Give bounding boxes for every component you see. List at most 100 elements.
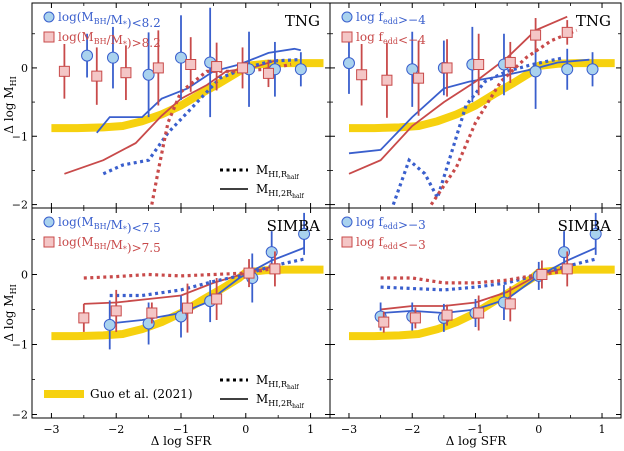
- blue-points-marker: [106, 51, 119, 64]
- red-points-marker: [211, 293, 223, 305]
- red-points-marker: [91, 70, 103, 82]
- x-axis-title-right: Δ log SFR: [446, 434, 508, 448]
- red-points-marker: [269, 263, 281, 275]
- x-axis-title-left: Δ log SFR: [151, 434, 213, 448]
- legend-label: log(MBH/M*)<7.5: [58, 215, 161, 235]
- panel-title: SIMBA: [558, 217, 612, 235]
- blue-solid-line: [380, 247, 597, 314]
- red-points-marker: [356, 69, 368, 81]
- red-points-marker: [58, 65, 70, 77]
- red-dotted-line: [150, 62, 292, 205]
- panel-title: SIMBA: [267, 217, 321, 235]
- y-tick-label: 0: [21, 269, 28, 282]
- x-tick-label: 1: [599, 423, 606, 436]
- red-points-marker: [561, 26, 573, 38]
- red-points-marker: [473, 307, 485, 319]
- plot-area: [51, 212, 324, 350]
- blue-points-marker: [294, 63, 307, 76]
- panel-1: −2 −1 0 TNG log(MBH/M*)<8.2log(MBH/M*)>8.2MH…: [12, 2, 331, 212]
- red-points-marker: [504, 298, 516, 310]
- red-points-marker: [504, 56, 516, 68]
- blue-points-marker: [175, 310, 187, 323]
- red-points-marker: [110, 305, 122, 317]
- blue-points-marker: [298, 227, 311, 240]
- axis-labels: Δ log SFR Δ log SFR Δ log MHI Δ log MHI: [2, 76, 507, 448]
- red-points-marker: [473, 59, 485, 70]
- red-points-marker: [185, 59, 197, 70]
- y-axis-title-bottom: Δ log MHI: [2, 284, 18, 341]
- blue-dotted-line: [102, 58, 298, 176]
- legend-label: log fedd>−3: [356, 215, 426, 232]
- blue-points-marker: [529, 65, 542, 78]
- legend-label: log fedd<−3: [356, 235, 426, 252]
- panels: −2 −1 0 TNG log(MBH/M*)<8.2log(MBH/M*)>8.2MH…: [12, 2, 622, 436]
- red-points-marker: [243, 267, 255, 279]
- legend-square-marker: [341, 31, 353, 43]
- plot-area: [51, 7, 324, 205]
- y-tick-label: −2: [12, 199, 28, 212]
- guo-band: [51, 59, 324, 133]
- y-tick-label: 0: [21, 62, 28, 75]
- blue-points-marker: [103, 318, 116, 331]
- legend-circle-marker: [341, 216, 353, 228]
- legend-circle-marker: [43, 216, 55, 228]
- x-tick-label: 0: [242, 423, 249, 436]
- red-points-marker: [120, 67, 132, 79]
- legend-dotted-label: MHI,Rhalf: [256, 163, 299, 181]
- plot-area: [342, 15, 615, 206]
- red-points-marker: [381, 74, 393, 86]
- red-points-marker: [441, 62, 453, 74]
- x-tick-label: −2: [108, 423, 124, 436]
- legend-label: log(MBH/M*)>7.5: [58, 235, 161, 255]
- red-points-marker: [211, 61, 223, 73]
- red-points-marker: [378, 316, 390, 328]
- y-tick-label: −1: [12, 339, 28, 352]
- panel-3: −3 −2 −1 0 1 −2 −1 0 SIMBA log(MBH/M*)<7.5log(MBH…: [12, 207, 331, 436]
- red-points-marker: [262, 67, 274, 79]
- blue-dotted-line: [109, 257, 305, 298]
- y-tick-label: −2: [12, 409, 28, 422]
- legend-square-marker: [43, 31, 55, 43]
- x-tick-label: −3: [43, 423, 59, 436]
- red-points-marker: [181, 302, 193, 314]
- legend-dotted-label: MHI,Rhalf: [256, 373, 299, 391]
- y-axis-title-top: Δ log MHI: [2, 76, 18, 133]
- red-points-marker: [152, 62, 164, 74]
- red-points-marker: [237, 62, 249, 74]
- guo-band: [349, 59, 615, 133]
- legend-label: log fedd>−4: [356, 10, 426, 27]
- legend-circle-marker: [341, 11, 353, 23]
- panel-title: TNG: [285, 12, 320, 30]
- blue-solid-line: [96, 47, 301, 134]
- blue-points-marker: [342, 57, 355, 70]
- red-points-marker: [146, 307, 158, 319]
- x-tick-label: 0: [535, 423, 542, 436]
- blue-points-marker: [81, 49, 94, 62]
- legend-square-marker: [341, 236, 353, 248]
- x-tick-label: 1: [307, 423, 314, 436]
- blue-dotted-line: [391, 56, 565, 206]
- legend-square-marker: [43, 236, 55, 248]
- guo-legend-label: Guo et al. (2021): [90, 387, 193, 401]
- legend-label: log(MBH/M*)<8.2: [58, 10, 161, 30]
- legend-circle-marker: [43, 11, 55, 23]
- y-tick-label: −1: [12, 130, 28, 143]
- red-points-marker: [561, 263, 573, 275]
- legend-label: log(MBH/M*)>8.2: [58, 30, 161, 50]
- blue-points-marker: [586, 63, 599, 76]
- red-points-marker: [409, 312, 421, 324]
- red-points-marker: [441, 309, 453, 321]
- plot-area: [349, 212, 615, 341]
- blue-solid-line: [348, 58, 590, 155]
- x-tick-label: −1: [173, 423, 189, 436]
- x-tick-label: −1: [467, 423, 483, 436]
- blue-points-marker: [175, 51, 187, 64]
- panel-title: TNG: [576, 12, 611, 30]
- blue-points-marker: [142, 68, 155, 81]
- blue-points-marker: [561, 63, 574, 76]
- legend-solid-label: MHI,2Rhalf: [256, 182, 304, 200]
- red-points-marker: [78, 312, 90, 324]
